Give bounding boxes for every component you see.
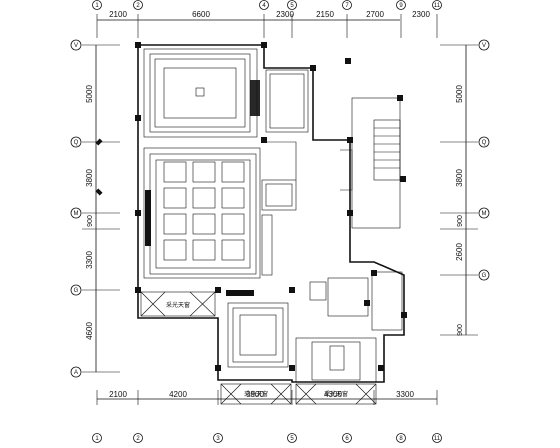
bottom-axis-3: 3 — [216, 436, 220, 442]
skylight-label-3: 采光天窗 — [324, 390, 348, 398]
top-axis-1: 1 — [95, 3, 99, 9]
right-dim-3: 900 — [457, 215, 464, 227]
left-dim-3: 900 — [87, 215, 94, 227]
top-axis-7: 7 — [345, 3, 349, 9]
bottom-axis-8: 8 — [399, 436, 403, 442]
right-axis-V: V — [482, 43, 486, 49]
bottom-dim-4: 4300 — [324, 390, 342, 399]
bottom-axis-5: 5 — [290, 436, 294, 442]
left-dimension-line: 5000 3800 900 3300 4600 — [82, 44, 120, 373]
lamp-icon — [195, 87, 205, 97]
right-axis-bubbles: V Q M G — [478, 39, 490, 281]
left-axis-A: A — [74, 370, 78, 376]
central-corridor — [261, 141, 297, 276]
bottom-dimension-line: 2100 4200 3900 4300 3300 — [96, 390, 438, 405]
left-axis-bubbles: V Q M G A — [70, 39, 82, 378]
top-axis-4: 4 — [262, 3, 266, 9]
right-dim-2: 3800 — [455, 169, 464, 187]
top-dim-1: 2100 — [109, 10, 127, 19]
right-axis-G: G — [482, 273, 487, 279]
top-axis-5: 5 — [290, 3, 294, 9]
room-top-left — [143, 48, 258, 138]
top-dim-2: 6600 — [192, 10, 210, 19]
top-axis-bubbles: 1 2 4 5 7 9 11 — [92, 0, 442, 10]
top-dim-5: 2700 — [366, 10, 384, 19]
room-lower-middle — [226, 290, 289, 368]
skylight-label-1: 采光天窗 — [166, 301, 190, 309]
bottom-axis-6: 6 — [345, 436, 349, 442]
room-grid-ceiling — [143, 147, 261, 279]
right-dim-1: 5000 — [455, 85, 464, 103]
right-dim-5: 900 — [457, 324, 464, 336]
left-axis-V: V — [74, 43, 78, 49]
exterior-walls — [137, 44, 405, 383]
left-axis-G: G — [74, 288, 79, 294]
top-dimension-line: 2100 6600 2300 2150 2700 2300 — [96, 10, 438, 38]
bottom-axis-bubbles: 1 2 3 5 6 8 11 — [92, 433, 442, 443]
left-axis-Q: Q — [74, 140, 79, 146]
right-dim-4: 2600 — [455, 243, 464, 261]
top-axis-11: 11 — [434, 3, 441, 9]
structural-columns — [95, 42, 407, 371]
room-lower-right — [309, 271, 403, 331]
room-top-right — [250, 69, 309, 133]
bottom-dim-3: 3900 — [246, 390, 264, 399]
top-dim-3: 2300 — [276, 10, 294, 19]
top-axis-2: 2 — [136, 3, 140, 9]
skylight-label-2: 采光天窗 — [244, 390, 268, 398]
right-axis-Q: Q — [482, 140, 487, 146]
top-dim-4: 2150 — [316, 10, 334, 19]
left-dim-4: 3300 — [85, 251, 94, 269]
top-dim-6: 2300 — [412, 10, 430, 19]
left-dim-1: 5000 — [85, 85, 94, 103]
bottom-dim-1: 2100 — [109, 390, 127, 399]
bottom-dim-2: 4200 — [169, 390, 187, 399]
top-axis-9: 9 — [399, 3, 403, 9]
staircase — [340, 97, 401, 229]
bottom-axis-1: 1 — [95, 436, 99, 442]
right-axis-M: M — [482, 211, 487, 217]
bottom-axis-2: 2 — [136, 436, 140, 442]
left-axis-M: M — [74, 211, 79, 217]
left-dim-2: 3800 — [85, 169, 94, 187]
skylight-panels: 采光天窗 采光天窗 采光天窗 — [140, 291, 377, 405]
right-dimension-line: 5000 3800 900 2600 900 — [440, 44, 478, 336]
bottom-axis-11: 11 — [434, 436, 441, 442]
room-bottom-right — [295, 337, 377, 383]
bottom-dim-5: 3300 — [396, 390, 414, 399]
left-dim-5: 4600 — [85, 322, 94, 340]
